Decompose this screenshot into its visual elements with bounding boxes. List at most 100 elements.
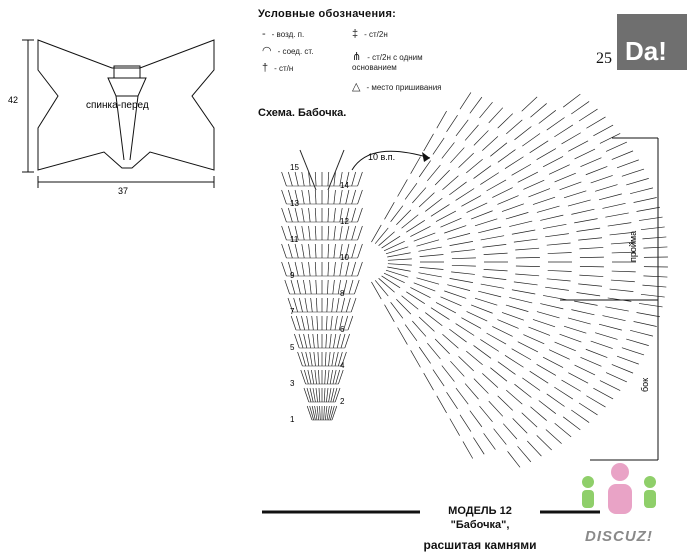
stitch-mark	[473, 437, 485, 455]
legend-item: †- ст/н	[262, 62, 372, 74]
stitch-mark	[303, 279, 307, 295]
stitch-mark	[294, 261, 299, 277]
stitch-mark	[344, 333, 350, 349]
stitch-mark	[341, 297, 346, 313]
stitch-mark	[371, 224, 382, 243]
stitch-mark	[469, 96, 483, 114]
stitch-mark	[446, 391, 458, 409]
row-number: 3	[290, 379, 295, 388]
stitch-mark	[554, 124, 574, 138]
stitch-mark	[351, 225, 357, 241]
stitch-mark	[611, 251, 636, 254]
stitch-mark	[480, 283, 505, 289]
stitch-mark	[334, 351, 339, 367]
stitch-mark	[333, 225, 336, 241]
stitch-mark	[324, 369, 326, 385]
stitch-mark	[387, 263, 412, 266]
stitch-mark	[332, 369, 337, 385]
stitch-mark	[514, 383, 532, 398]
stitch-mark	[281, 261, 287, 277]
stitch-mark	[610, 241, 635, 245]
stitch-mark	[578, 108, 598, 122]
stitch-mark	[303, 333, 308, 349]
stitch-mark	[295, 315, 301, 331]
stitch-mark	[523, 334, 545, 345]
stitch-mark	[449, 328, 467, 343]
stitch-mark	[331, 351, 335, 367]
stitch-mark	[327, 149, 345, 191]
stitch-mark	[301, 189, 305, 205]
stitch-mark	[306, 315, 310, 331]
stitch-mark	[458, 356, 474, 372]
stitch-mark	[536, 364, 557, 376]
stitch-mark	[532, 319, 556, 328]
stitch-mark	[327, 189, 330, 205]
stitch-mark	[542, 156, 564, 168]
stitch-mark	[571, 409, 590, 423]
stitch-mark	[480, 172, 500, 185]
stitch-mark	[374, 280, 389, 297]
stitch-mark	[419, 254, 444, 257]
stitch-mark	[536, 205, 560, 213]
stitch-mark	[462, 441, 474, 459]
stitch-mark	[451, 257, 476, 260]
stitch-mark	[479, 405, 493, 423]
stitch-mark	[327, 207, 330, 223]
stitch-mark	[586, 395, 606, 408]
stitch-mark	[343, 315, 349, 331]
legend-item: △- место пришивания	[352, 80, 462, 93]
stitch-mark	[333, 171, 336, 187]
stitch-mark	[554, 386, 574, 400]
stitch-mark	[350, 297, 357, 313]
stitch-mark	[307, 333, 311, 349]
stitch-mark	[586, 116, 606, 129]
stitch-mark	[561, 379, 581, 392]
stitch-mark	[304, 297, 308, 313]
stitch-mark	[473, 378, 489, 394]
stitch-mark	[287, 261, 293, 277]
stitch-mark	[515, 273, 540, 277]
stitch-mark	[354, 279, 360, 295]
stitch-mark	[308, 225, 311, 241]
page-number: 25	[596, 50, 612, 67]
stitch-mark	[293, 297, 299, 313]
stitch-mark	[509, 220, 533, 227]
chain-arc	[351, 150, 431, 171]
stitch-mark	[474, 218, 498, 227]
stitch-mark	[327, 261, 330, 277]
stitch-mark	[636, 206, 660, 212]
stitch-mark	[503, 423, 518, 440]
stitch-mark	[331, 297, 334, 313]
stitch-mark	[515, 247, 540, 251]
stitch-mark	[418, 316, 435, 332]
stitch-mark	[522, 377, 541, 391]
stitch-mark	[412, 320, 427, 337]
stitch-mark	[640, 226, 665, 231]
stitch-mark	[357, 261, 363, 277]
stitch-mark	[579, 247, 604, 250]
stitch-mark	[315, 297, 318, 313]
stitch-mark	[450, 147, 465, 164]
stitch-mark	[492, 187, 513, 198]
stitch-mark	[328, 387, 332, 403]
stitch-mark	[511, 289, 536, 295]
stitch-mark	[313, 351, 316, 367]
stitch-mark	[440, 217, 462, 228]
stitch-mark	[536, 311, 560, 319]
stitch-mark	[547, 270, 572, 272]
stitch-mark	[470, 210, 493, 220]
stitch-mark	[488, 400, 504, 417]
stitch-mark	[290, 315, 297, 331]
stitch-mark	[314, 243, 317, 259]
stitch-mark	[418, 160, 431, 178]
stitch-mark	[449, 181, 467, 196]
stitch-mark	[401, 214, 419, 229]
stitch-mark	[444, 225, 467, 234]
row-number: 14	[340, 181, 349, 190]
stitch-mark	[546, 393, 565, 407]
pattern-label: спинка-перед	[86, 100, 149, 111]
stitch-mark	[626, 178, 649, 186]
stitch-mark	[567, 317, 591, 325]
stitch-mark	[281, 207, 287, 223]
stitch-mark	[542, 223, 567, 229]
